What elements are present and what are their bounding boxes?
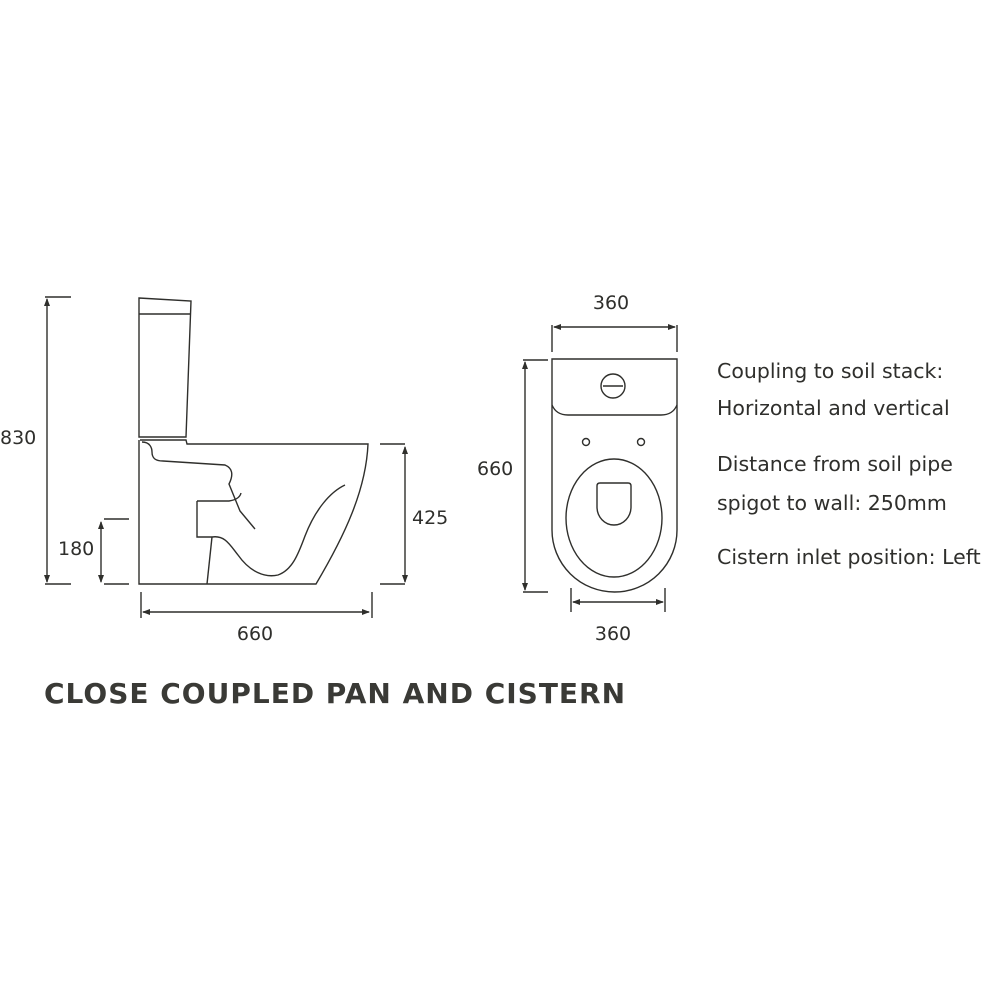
top-view-toilet — [551, 358, 678, 593]
note-inlet: Cistern inlet position: Left — [717, 545, 981, 569]
pan-outline — [138, 439, 369, 585]
note-distance: Distance from soil pipe — [717, 452, 953, 476]
flush-button-icon — [600, 373, 626, 399]
trapway-upper — [141, 441, 256, 530]
dim-180-label: 180 — [58, 538, 94, 560]
top-outline — [551, 358, 678, 593]
dimension-lines-top — [522, 324, 678, 612]
dim-830-label: 830 — [0, 427, 36, 449]
side-view-toilet — [138, 297, 369, 585]
dim-660-side-label: 660 — [237, 623, 273, 645]
note-distance-value: spigot to wall: 250mm — [717, 491, 947, 515]
dim-660-top-label: 660 — [477, 458, 513, 480]
note-coupling: Coupling to soil stack: — [717, 359, 944, 383]
dim-425-label: 425 — [412, 507, 448, 529]
dim-360-top-label: 360 — [593, 292, 629, 314]
bowl-opening — [596, 482, 632, 526]
diagram-title: CLOSE COUPLED PAN AND CISTERN — [44, 677, 627, 710]
cistern-outline — [138, 297, 192, 438]
seat-outline — [565, 458, 663, 578]
note-coupling-value: Horizontal and vertical — [717, 396, 950, 420]
dimension-lines-side — [44, 296, 408, 618]
dim-360-bottom-label: 360 — [595, 623, 631, 645]
trapway-lower — [211, 484, 346, 577]
cistern-lid — [551, 404, 678, 416]
